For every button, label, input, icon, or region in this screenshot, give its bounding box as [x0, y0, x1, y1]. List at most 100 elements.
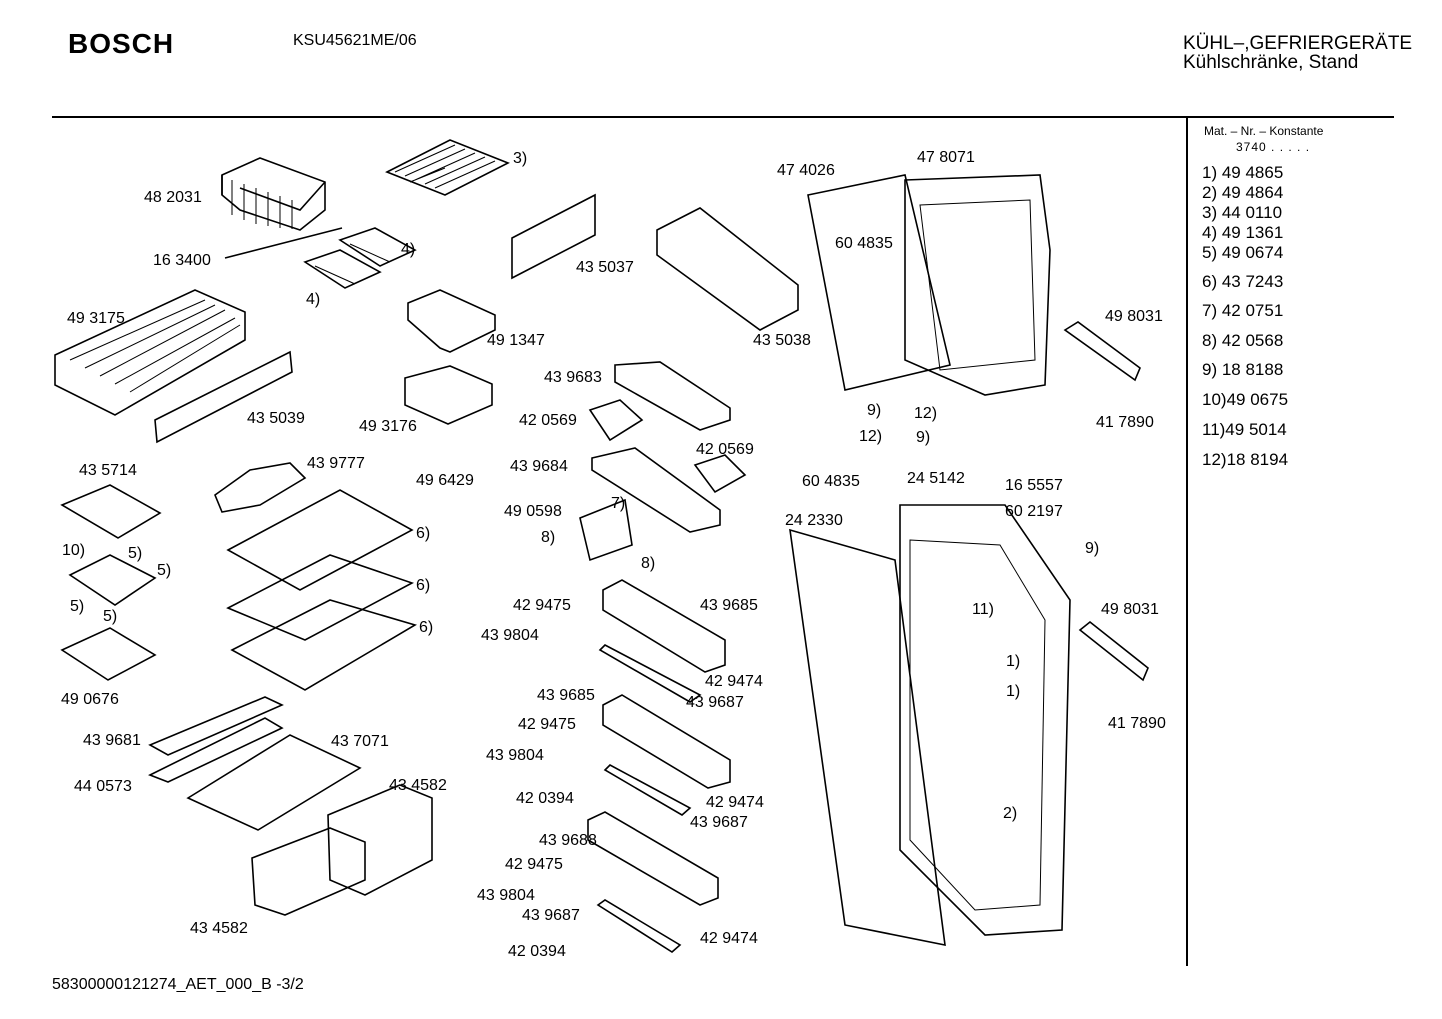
freezer-drawer-part — [404, 365, 493, 425]
glass-shelf-part — [226, 489, 417, 691]
header-divider — [52, 116, 1394, 118]
handle-part — [1063, 321, 1141, 382]
door-bin-part — [656, 207, 799, 331]
callout-label: 6) — [416, 525, 431, 542]
category-title: KÜHL–,GEFRIERGERÄTE — [1183, 33, 1413, 54]
balcony-trim-part — [603, 764, 692, 816]
callout-label: 9) — [1085, 540, 1100, 557]
part-label: 43 9681 — [83, 732, 141, 749]
part-label: 43 9804 — [481, 627, 539, 644]
part-label: 42 9475 — [518, 716, 576, 733]
part-label: 48 2031 — [144, 189, 202, 206]
callout-label: 12) — [859, 428, 883, 445]
part-label: 49 0676 — [61, 691, 119, 708]
callout-label: 4) — [306, 291, 321, 308]
part-label: 49 3175 — [67, 310, 125, 327]
part-label: 60 2197 — [1005, 503, 1063, 520]
material-item: 2) 49 4864 — [1202, 183, 1284, 202]
brand-logo: BOSCH — [68, 28, 175, 59]
door-balcony-part — [587, 811, 719, 906]
category-subtitle: Kühlschränke, Stand — [1183, 52, 1359, 73]
part-label: 47 4026 — [777, 162, 835, 179]
material-table-heading: Mat. – Nr. – Konstante — [1204, 124, 1324, 138]
egg-tray-part — [693, 454, 747, 494]
callout-label: 4) — [401, 241, 416, 258]
document-id: 58300000121274_AET_000_B -3/2 — [52, 976, 304, 993]
part-label: 47 8071 — [917, 149, 975, 166]
part-label: 43 5714 — [79, 462, 137, 479]
material-item: 11)49 5014 — [1202, 420, 1287, 439]
freezer-gasket-part — [807, 174, 951, 391]
shelf-trim-part — [148, 717, 284, 783]
glass-plate-part — [186, 734, 362, 831]
part-label: 49 6429 — [416, 472, 474, 489]
callout-label: 5) — [70, 598, 85, 615]
part-label: 16 5557 — [1005, 477, 1063, 494]
part-label: 41 7890 — [1108, 715, 1166, 732]
crisper-drawer-part — [327, 784, 433, 896]
part-label: 60 4835 — [802, 473, 860, 490]
part-label: 43 9685 — [537, 687, 595, 704]
callout-label: 12) — [914, 405, 938, 422]
material-item: 9) 18 8188 — [1202, 360, 1284, 379]
material-item: 3) 44 0110 — [1202, 203, 1283, 222]
callout-label: 6) — [416, 577, 431, 594]
door-balcony-part — [602, 694, 731, 789]
callout-label: 3) — [513, 150, 528, 167]
part-label: 44 0573 — [74, 778, 132, 795]
material-item: 4) 49 1361 — [1202, 223, 1284, 242]
part-label: 43 9685 — [700, 597, 758, 614]
part-label: 42 9474 — [706, 794, 764, 811]
freezer-door-part — [904, 174, 1051, 396]
callout-label: 7) — [611, 495, 626, 512]
part-label: 43 4582 — [389, 777, 447, 794]
material-item: 8) 42 0568 — [1202, 331, 1284, 350]
part-label: 49 8031 — [1105, 308, 1163, 325]
part-label: 49 3176 — [359, 418, 417, 435]
part-label: 42 0394 — [508, 943, 566, 960]
part-label: 43 5037 — [576, 259, 634, 276]
part-label: 43 5039 — [247, 410, 305, 427]
freezer-flap-part — [221, 157, 326, 231]
part-label: 43 7071 — [331, 733, 389, 750]
callout-label: 8) — [641, 555, 656, 572]
part-label: 42 9474 — [700, 930, 758, 947]
part-label: 60 4835 — [835, 235, 893, 252]
part-label: 42 0394 — [516, 790, 574, 807]
fridge-door-part — [899, 504, 1071, 936]
callout-label: 11) — [972, 601, 994, 618]
box-insert-part — [68, 554, 157, 606]
callout-label: 1) — [1006, 683, 1021, 700]
freezer-grid-part — [385, 139, 510, 196]
part-label: 43 9687 — [522, 907, 580, 924]
part-label: 24 5142 — [907, 470, 965, 487]
shelf-strip-part — [154, 350, 293, 444]
ice-tray-part — [303, 227, 417, 289]
callout-label: 5) — [128, 545, 143, 562]
wine-rack-part — [214, 462, 307, 513]
tray-part — [60, 627, 157, 681]
cover-part — [60, 484, 162, 539]
callout-label: 9) — [916, 429, 931, 446]
balcony-trim-part — [598, 644, 702, 703]
material-item: 1) 49 4865 — [1202, 163, 1284, 182]
balcony-trim-part — [596, 899, 682, 953]
material-item: 5) 49 0674 — [1202, 243, 1284, 262]
callout-label: 6) — [419, 619, 434, 636]
ice-bin-part — [407, 289, 496, 353]
part-label: 43 9688 — [539, 832, 597, 849]
part-label: 43 9804 — [486, 747, 544, 764]
part-label: 43 9777 — [307, 455, 365, 472]
part-label: 49 1347 — [487, 332, 545, 349]
callout-label: 9) — [867, 402, 882, 419]
leader-line — [224, 227, 343, 259]
part-label: 42 0569 — [519, 412, 577, 429]
part-label: 24 2330 — [785, 512, 843, 529]
material-table-constant: 3740 . . . . . — [1236, 140, 1311, 154]
part-label: 43 9687 — [686, 694, 744, 711]
part-label: 42 0569 — [696, 441, 754, 458]
material-item: 6) 43 7243 — [1202, 272, 1284, 291]
part-label: 41 7890 — [1096, 414, 1154, 431]
callout-label: 1) — [1006, 653, 1021, 670]
material-item: 7) 42 0751 — [1202, 301, 1284, 320]
